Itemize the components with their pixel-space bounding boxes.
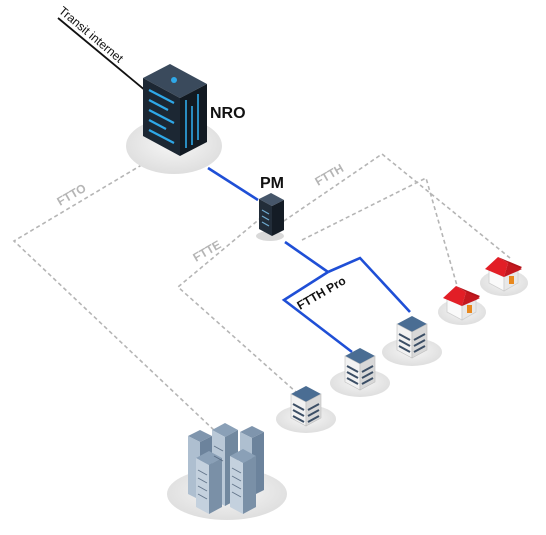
server-tower-icon [143, 64, 207, 156]
nro-label: NRO [210, 105, 246, 122]
passive-fiber-links [12, 153, 511, 433]
office-building-icon [396, 316, 428, 359]
ftte-label: FTTE [191, 237, 224, 264]
transit-line [57, 17, 153, 97]
office-building-icon [344, 348, 376, 391]
house-icon [443, 286, 480, 321]
house-icon [485, 257, 522, 292]
ftth-pro-label: FTTH Pro [295, 273, 349, 312]
transit-internet-label: Transit internet [56, 4, 126, 66]
cabinet-icon [256, 193, 284, 241]
pm-label: PM [260, 175, 284, 192]
office-building-icon [290, 386, 322, 427]
active-fiber-links [207, 166, 411, 354]
ftth-label: FTTH [313, 161, 347, 188]
ftto-label: FTTO [55, 181, 89, 209]
skyscraper-complex-icon [188, 423, 264, 514]
